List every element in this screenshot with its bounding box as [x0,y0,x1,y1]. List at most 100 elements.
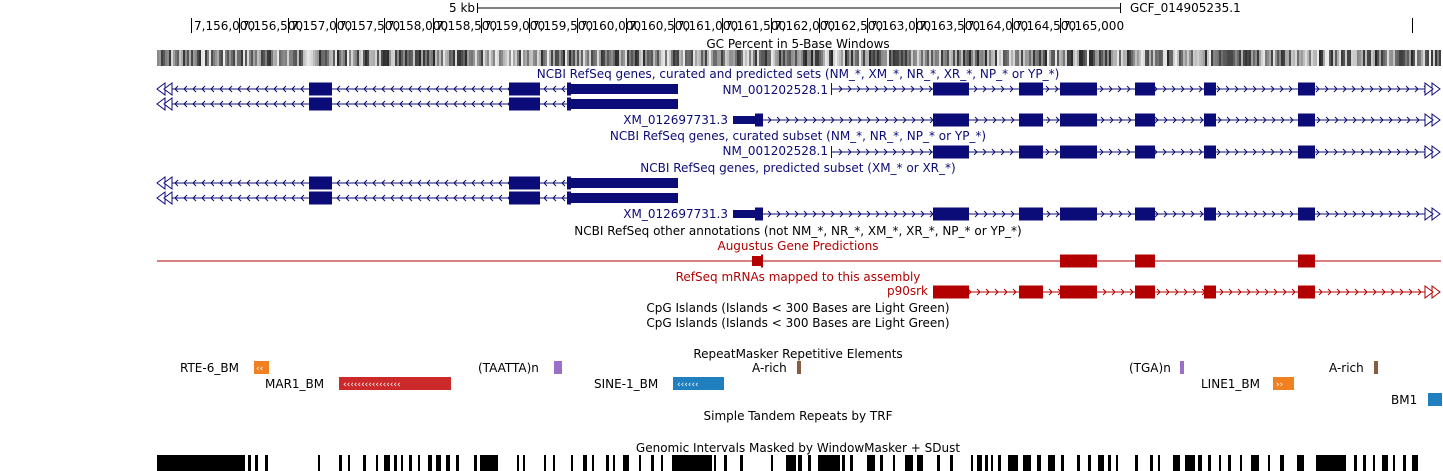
gc-window [1365,50,1367,66]
strand-chevron [273,100,278,108]
strand-chevron [1046,210,1051,218]
strand-chevron [498,194,503,202]
gc-window [345,50,347,66]
strand-chevron [264,100,269,108]
gc-window [461,50,463,66]
gene-tracks[interactable] [156,82,1441,299]
gene-label-p90srk[interactable]: p90srk [886,284,928,298]
gc-window [643,50,645,66]
gc-window [819,50,821,66]
repeat-label-line1[interactable]: LINE1_BM [1201,377,1261,391]
strand-chevron [480,85,485,93]
track-title-repeatmasker[interactable]: RepeatMasker Repetitive Elements [693,347,903,361]
masked-interval [418,455,420,471]
gc-window [595,50,597,66]
strand-chevron [264,194,269,202]
gc-window [1025,50,1027,66]
repeat-label-bm1[interactable]: BM1 [1391,393,1418,407]
strand-chevron [192,194,197,202]
gc-window [569,50,571,66]
strand-chevron [183,179,188,187]
gc-window [445,50,447,66]
strand-chevron [219,100,224,108]
gc-window [1101,50,1103,66]
strand-chevron [453,85,458,93]
strand-chevron [444,85,449,93]
repeatmasker-elements[interactable]: ‹‹ ‹‹‹‹‹‹‹‹‹‹‹‹‹‹‹‹ ‹‹‹‹‹‹ ›› [254,361,1442,406]
gc-window [929,50,931,66]
strand-chevron [237,179,242,187]
gc-window [1353,50,1355,66]
track-title-refseq-other[interactable]: NCBI RefSeq other annotations (not NM_*,… [574,224,1022,238]
gc-window [409,50,411,66]
gc-window [737,50,739,66]
strand-end-arrow [1424,113,1434,127]
ruler-tick-label: 7,160,000 [580,19,642,33]
track-title-windowmasker[interactable]: Genomic Intervals Masked by WindowMasker… [635,441,961,455]
masked-interval [1393,455,1395,471]
gc-window [1181,50,1183,66]
track-title-augustus[interactable]: Augustus Gene Predictions [717,239,879,253]
strand-chevron [1252,85,1257,93]
masked-interval [1061,455,1064,471]
masked-interval [1280,455,1284,471]
strand-chevron [983,116,988,124]
ruler [477,3,1121,13]
gc-window [513,50,515,66]
strand-chevron [1154,116,1159,124]
track-title-gc-percent[interactable]: GC Percent in 5-Base Windows [706,37,890,51]
gc-window [523,50,525,66]
repeat-label-tga[interactable]: (TGA)n [1129,361,1171,375]
masked-interval [265,455,268,471]
masked-interval [1373,455,1375,471]
gc-window [1233,50,1235,66]
strand-chevron [543,85,548,93]
track-title-refseq-all[interactable]: NCBI RefSeq genes, curated and predicted… [536,67,1060,81]
gc-percent-track[interactable] [157,50,1441,66]
gc-window [1407,50,1409,66]
masked-interval [1228,455,1231,471]
repeat-label-arich-1[interactable]: A-rich [752,361,787,375]
gene-label-curated-nm[interactable]: NM_001202528.1 [722,144,829,158]
strand-chevron [372,100,377,108]
gc-window [1149,50,1151,66]
repeat-label-sine1[interactable]: SINE-1_BM [594,377,659,391]
gc-window [1147,50,1149,66]
track-title-trf[interactable]: Simple Tandem Repeats by TRF [703,409,893,423]
repeat-label-rte6[interactable]: RTE-6_BM [180,361,239,375]
strand-chevron [390,85,395,93]
track-title-refseq-curated[interactable]: NCBI RefSeq genes, curated subset (NM_*,… [609,129,987,143]
gc-window [1011,50,1013,66]
track-title-refseq-predicted[interactable]: NCBI RefSeq genes, predicted subset (XM_… [640,161,956,175]
gc-window [243,50,245,66]
strand-chevron [1219,288,1224,296]
gene-label-xm-012697731[interactable]: XM_012697731.3 [623,113,728,127]
exon-block [755,113,763,127]
gene-label-nm-001202528[interactable]: NM_001202528.1 [722,83,829,97]
gc-window [1231,50,1233,66]
track-title-cpg-1[interactable]: CpG Islands (Islands < 300 Bases are Lig… [646,301,950,315]
gc-window [1091,50,1093,66]
windowmasker-track[interactable] [157,455,1418,471]
gc-window [371,50,373,66]
strand-chevron [1048,288,1053,296]
repeat-label-taatta[interactable]: (TAATTA)n [478,361,539,375]
strand-chevron [1189,148,1194,156]
gc-window [1115,50,1117,66]
gc-window [579,50,581,66]
masked-interval [661,455,663,471]
gc-window [847,50,849,66]
exon-block [1019,113,1043,127]
gene-label-predicted-xm[interactable]: XM_012697731.3 [623,207,728,221]
gc-window [719,50,721,66]
repeat-label-mar1[interactable]: MAR1_BM [265,377,325,391]
gc-window [1337,50,1339,66]
track-title-cpg-2[interactable]: CpG Islands (Islands < 300 Bases are Lig… [646,316,950,330]
track-title-refseq-mrna[interactable]: RefSeq mRNAs mapped to this assembly [675,270,921,284]
gc-window [617,50,619,66]
repeat-label-arich-2[interactable]: A-rich [1329,361,1364,375]
masked-interval [428,455,432,471]
gc-window [1391,50,1393,66]
gc-window [1309,50,1311,66]
